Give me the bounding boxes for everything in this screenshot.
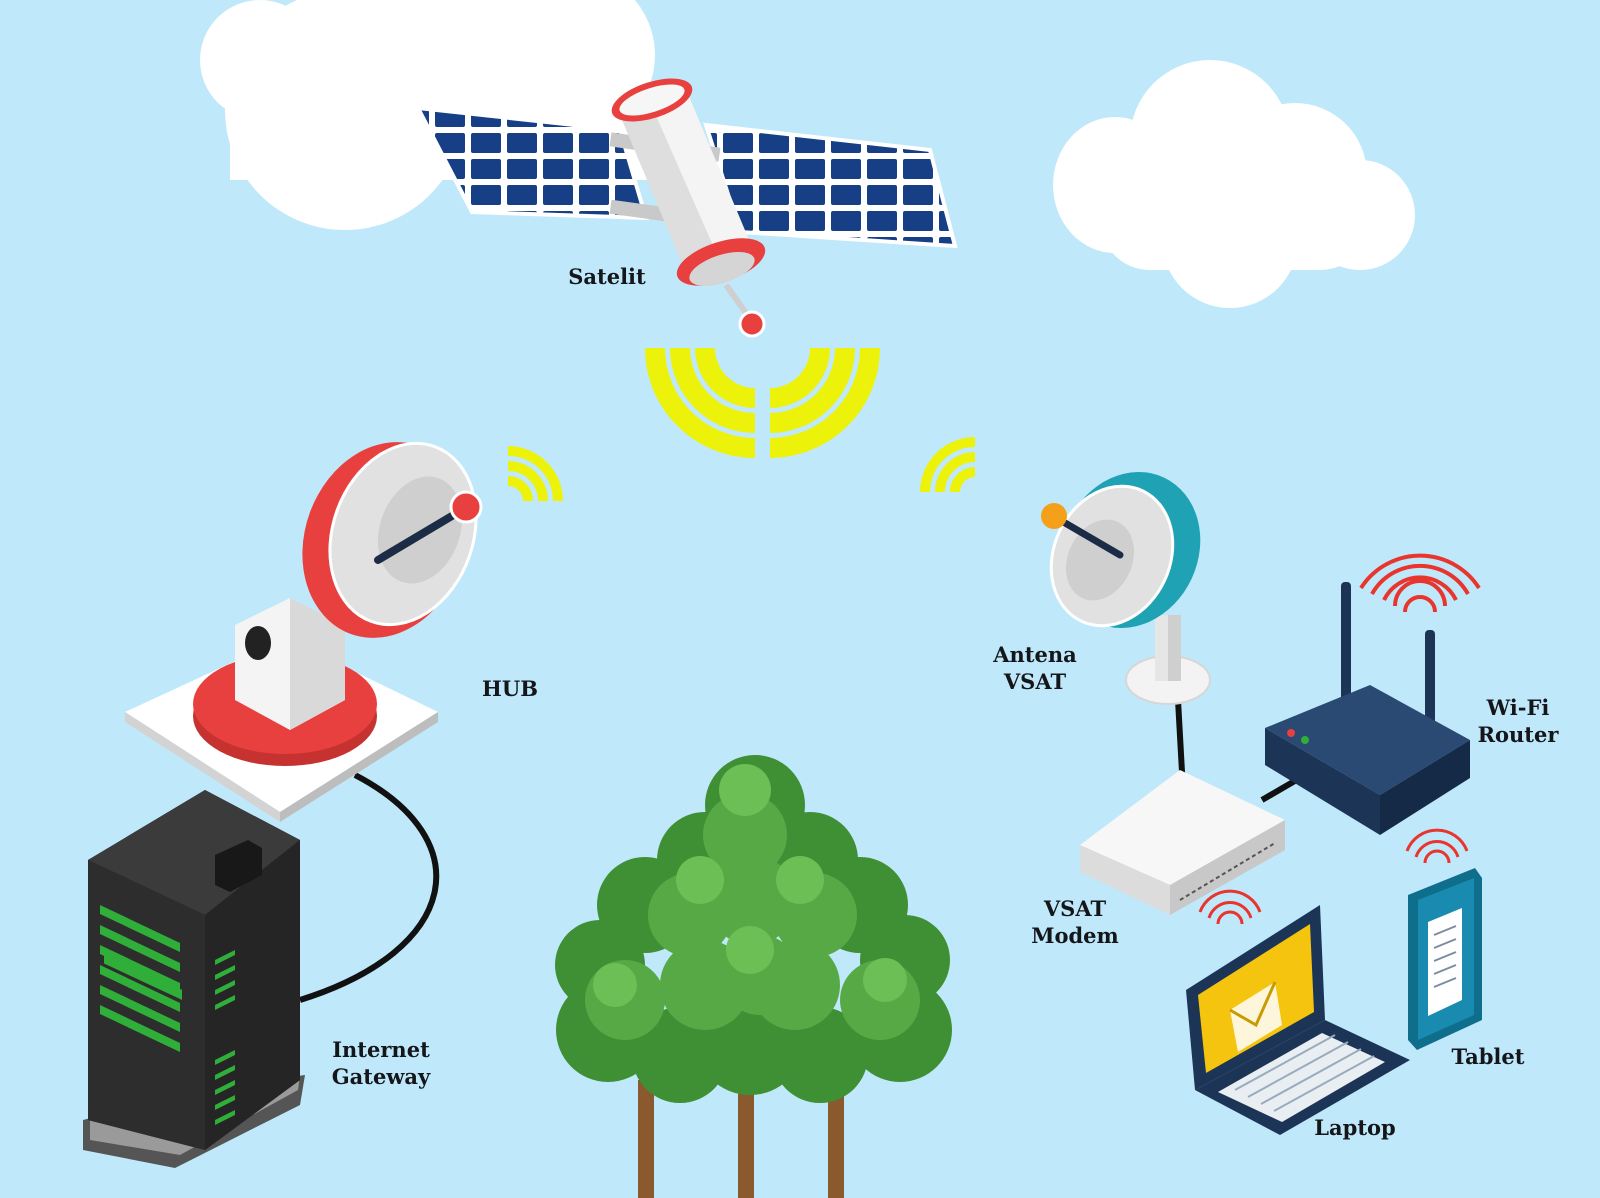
cloud-right-icon [1053, 60, 1415, 308]
modem-icon [1080, 770, 1285, 915]
satellite-icon [414, 78, 958, 338]
antenna-label: Antena VSAT [980, 641, 1090, 695]
antenna-label-line-2: VSAT [1003, 669, 1067, 694]
router-label-line-2: Router [1477, 722, 1559, 747]
router-label: Wi-Fi Router [1468, 694, 1568, 748]
gateway-label: Internet Gateway [322, 1036, 440, 1090]
modem-label-line-1: VSAT [1043, 896, 1107, 921]
tablet-icon [1408, 868, 1482, 1050]
laptop-icon [1186, 905, 1410, 1135]
modem-label: VSAT Modem [1020, 895, 1130, 949]
server-icon [83, 790, 305, 1168]
modem-label-line-2: Modem [1031, 923, 1119, 948]
server-leds [100, 905, 235, 1125]
satellite-label: Satelit [568, 264, 646, 289]
gateway-label-line-2: Gateway [331, 1064, 431, 1089]
antenna-label-line-1: Antena [993, 642, 1077, 667]
satellite-signal-icon [645, 347, 880, 458]
antenna-signal-icon [920, 437, 976, 493]
hub-gateway-cable [299, 772, 440, 1003]
laptop-label: Laptop [1314, 1115, 1396, 1140]
router-wifi-signal-icon [1359, 553, 1481, 613]
vsat-antenna-icon [1041, 472, 1211, 705]
tablet-label: Tablet [1451, 1044, 1525, 1069]
wifi-router-icon [1265, 582, 1470, 835]
hub-signal-icon [507, 446, 563, 502]
satellite-dish-icon [125, 441, 483, 822]
tree-icon [555, 755, 952, 1198]
gateway-label-line-1: Internet [332, 1037, 430, 1062]
router-label-line-1: Wi-Fi [1486, 695, 1550, 720]
hub-label: HUB [482, 676, 538, 701]
tablet-wifi-signal-icon [1405, 828, 1469, 864]
laptop-wifi-signal-icon [1198, 889, 1262, 925]
